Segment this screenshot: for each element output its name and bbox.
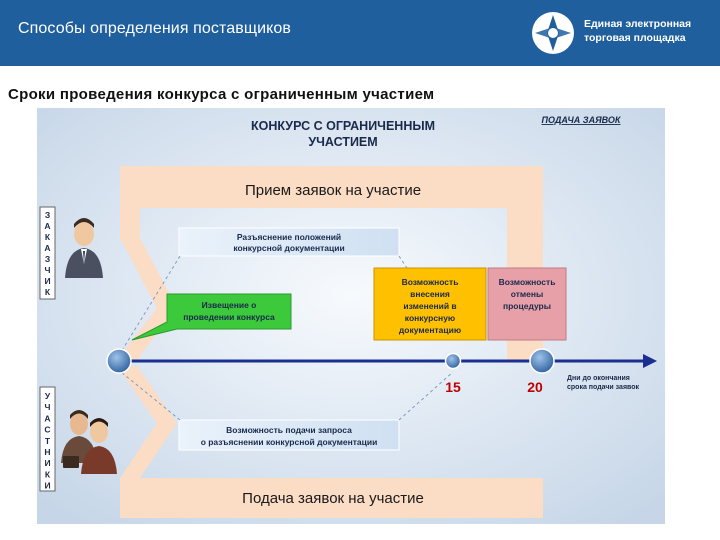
notice-line-1: Извещение о xyxy=(202,300,257,310)
participants-letter-1: У xyxy=(45,391,51,401)
explanation-box xyxy=(178,227,400,257)
participants-letter-8: К xyxy=(45,469,51,479)
changes-text: Возможность внесения изменений в конкурсную… xyxy=(399,277,461,335)
bottom-band xyxy=(120,478,543,518)
brand-name: Единая электронная торговая площадка xyxy=(584,17,691,45)
bottom-band-label: Подача заявок на участие xyxy=(242,490,424,507)
request-left-guide xyxy=(120,371,181,421)
participants-letter-4: С xyxy=(44,425,50,435)
top-band-label: Прием заявок на участие xyxy=(245,182,421,199)
changes-line-2: внесения xyxy=(410,289,450,299)
notice-line-2: проведении конкурса xyxy=(183,312,275,322)
header-bar: Способы определения поставщиков Единая э… xyxy=(0,0,720,66)
request-line-2: о разъяснении конкурсной документации xyxy=(201,437,378,447)
bottom-band-left-taper xyxy=(117,366,177,478)
axis-label-line-1: Дни до окончания xyxy=(567,375,630,382)
logo-icon xyxy=(532,12,574,54)
cancel-box xyxy=(487,267,567,341)
request-guide-line xyxy=(398,371,454,421)
changes-line-4: конкурсную xyxy=(405,313,455,323)
participants-letter-6: Н xyxy=(44,447,50,457)
customer-letter-3: К xyxy=(45,232,51,242)
customer-letter-8: К xyxy=(45,287,51,297)
participants-letter-2: Ч xyxy=(45,402,51,412)
changes-line-3: изменений в xyxy=(403,301,456,311)
cancel-line-1: Возможность xyxy=(499,277,556,287)
notice-box xyxy=(131,293,292,341)
participants-letter-5: Т xyxy=(45,436,51,446)
explanation-line-2: конкурсной документации xyxy=(233,243,344,253)
customer-letter-5: З xyxy=(45,254,50,264)
day-15-label: 15 xyxy=(445,379,461,395)
customer-person-icon xyxy=(65,218,103,278)
brand-line-1: Единая электронная xyxy=(584,18,692,30)
customer-letter-7: И xyxy=(44,276,50,286)
brand-line-2: торговая площадка xyxy=(584,32,686,44)
cancel-line-3: процедуры xyxy=(503,301,551,311)
request-box xyxy=(178,419,400,451)
cancel-line-2: отмены xyxy=(511,289,544,299)
request-line-1: Возможность подачи запроса xyxy=(226,425,352,435)
timeline-arrow-icon xyxy=(643,354,657,368)
corner-label: ПОДАЧА ЗАЯВОК xyxy=(542,115,622,125)
participants-vertical-label xyxy=(39,386,56,492)
top-band-left-column xyxy=(120,166,140,240)
diagram-title-line-2: УЧАСТИЕМ xyxy=(308,135,377,149)
changes-line-5: документацию xyxy=(399,325,461,335)
axis-label-line-2: срока подачи заявок xyxy=(567,384,640,391)
timeline-day-20-dot xyxy=(529,348,555,374)
diagram-title-line-1: КОНКУРС С ОГРАНИЧЕННЫМ xyxy=(251,119,435,133)
timeline-day-15-dot xyxy=(444,352,462,370)
customer-letter-6: Ч xyxy=(45,265,51,275)
customer-vertical-label xyxy=(39,206,56,300)
explanation-left-guide xyxy=(120,255,181,353)
tender-timeline-diagram: КОНКУРС С ОГРАНИЧЕННЫМ УЧАСТИЕМ ПОДАЧА З… xyxy=(37,108,665,524)
customer-letter-2: А xyxy=(44,221,50,231)
participants-people-icon xyxy=(61,410,117,474)
top-band xyxy=(120,166,543,208)
timeline-start-dot xyxy=(106,348,132,374)
page-title: Способы определения поставщиков xyxy=(18,20,292,37)
day-20-label: 20 xyxy=(527,379,543,395)
customer-letter-1: З xyxy=(45,210,50,220)
participants-letter-7: И xyxy=(44,458,50,468)
participants-letter-3: А xyxy=(44,413,50,423)
changes-line-1: Возможность xyxy=(402,277,459,287)
cancel-text: Возможность отмены процедуры xyxy=(499,277,556,311)
explanation-line-1: Разъяснение положений xyxy=(237,232,341,242)
slide-subtitle: Сроки проведения конкурса с ограниченным… xyxy=(8,86,435,103)
customer-letter-4: А xyxy=(44,243,50,253)
participants-letter-9: И xyxy=(44,481,50,491)
changes-box xyxy=(373,267,487,341)
